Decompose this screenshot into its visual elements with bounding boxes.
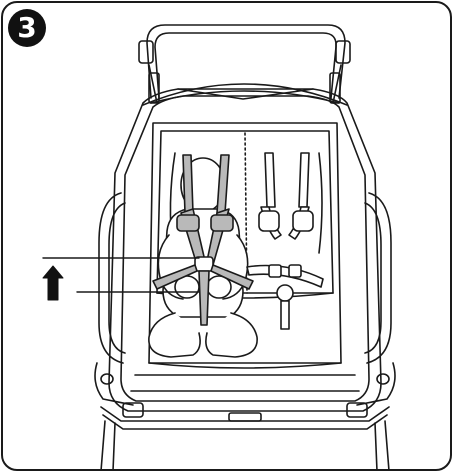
stroller-harness-illustration xyxy=(42,24,396,469)
arrow-up-icon xyxy=(42,265,64,301)
step-number-badge: 3 xyxy=(8,9,46,47)
callout-lines xyxy=(42,257,200,293)
lower-frame xyxy=(94,362,396,469)
harness-straps-right-seat xyxy=(246,152,324,330)
side-wheel-left xyxy=(98,192,126,364)
side-wheel-right xyxy=(364,192,392,364)
harness-straps-left-seat xyxy=(152,154,254,326)
